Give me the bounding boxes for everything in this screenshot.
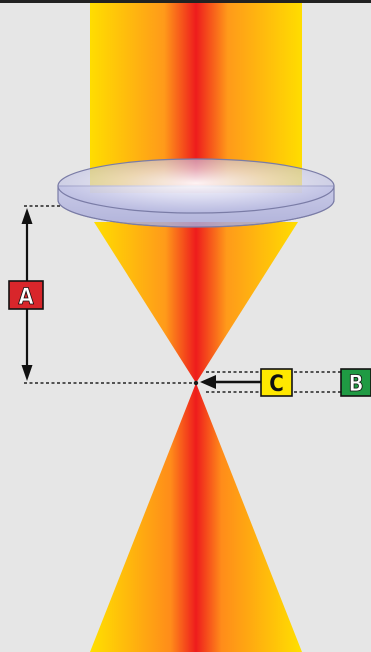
label-c: C xyxy=(260,368,293,397)
converging-beam xyxy=(94,222,298,383)
label-b: B xyxy=(340,368,371,397)
diverging-beam xyxy=(90,383,302,652)
label-a-text: A xyxy=(18,285,34,310)
arrow-icon xyxy=(200,375,262,389)
label-b-text: B xyxy=(348,372,363,397)
top-border xyxy=(0,0,371,3)
label-c-text: C xyxy=(269,372,284,397)
focal-point xyxy=(193,380,199,386)
lens-icon xyxy=(57,158,335,228)
label-a: A xyxy=(8,280,44,310)
